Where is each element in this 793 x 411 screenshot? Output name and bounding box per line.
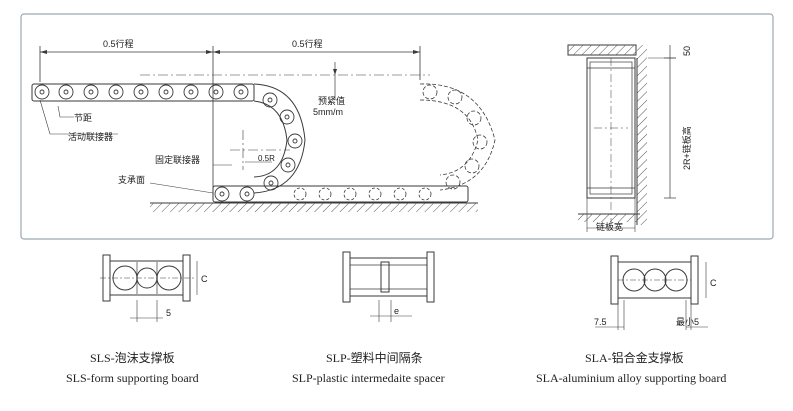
movable-connector-label: 活动联接器 (68, 131, 113, 142)
sls-title-cn: SLS-泡沫支撑板 (90, 351, 175, 365)
side-height-label: 2R+链板高 (681, 126, 692, 170)
sla-dim-right: 最小5 (676, 317, 699, 327)
slp-dim-label: e (394, 306, 399, 316)
chain-cross-section (567, 44, 676, 232)
chain-side-view (31, 46, 496, 212)
sla-title-cn: SLA-铝合金支撑板 (585, 351, 684, 365)
pretension-label: 预紧值 (318, 95, 345, 106)
sls-dim-label: 5 (166, 308, 171, 318)
slp-detail (342, 251, 435, 322)
side-width-label: 链板宽 (596, 221, 623, 232)
fixed-connector-label: 固定联接器 (155, 154, 200, 165)
stroke-dim-left-label: 0.5行程 (103, 38, 134, 49)
slp-title-en: SLP-plastic intermedaite spacer (292, 371, 445, 385)
ground-hatch (150, 203, 478, 212)
sla-detail (595, 255, 708, 330)
pitch-label: 节距 (74, 113, 92, 123)
sls-title-en: SLS-form supporting board (66, 371, 199, 385)
upper-run-links (34, 84, 249, 100)
pretension-value: 5mm/m (313, 107, 343, 117)
side-height-top-label: 50 (682, 46, 692, 56)
support-surface-label: 支承面 (118, 174, 145, 185)
outer-frame (20, 13, 774, 240)
slp-title-cn: SLP-塑料中间隔条 (326, 351, 423, 365)
sls-detail (100, 254, 198, 322)
sla-dim-c: C (710, 278, 717, 288)
stroke-dim-right-label: 0.5行程 (292, 38, 323, 49)
sla-dim-left: 7.5 (594, 317, 607, 327)
radius-label: 0.5R (258, 154, 275, 163)
sls-dim-c: C (201, 274, 208, 284)
sla-title-en: SLA-aluminium alloy supporting board (536, 371, 727, 385)
